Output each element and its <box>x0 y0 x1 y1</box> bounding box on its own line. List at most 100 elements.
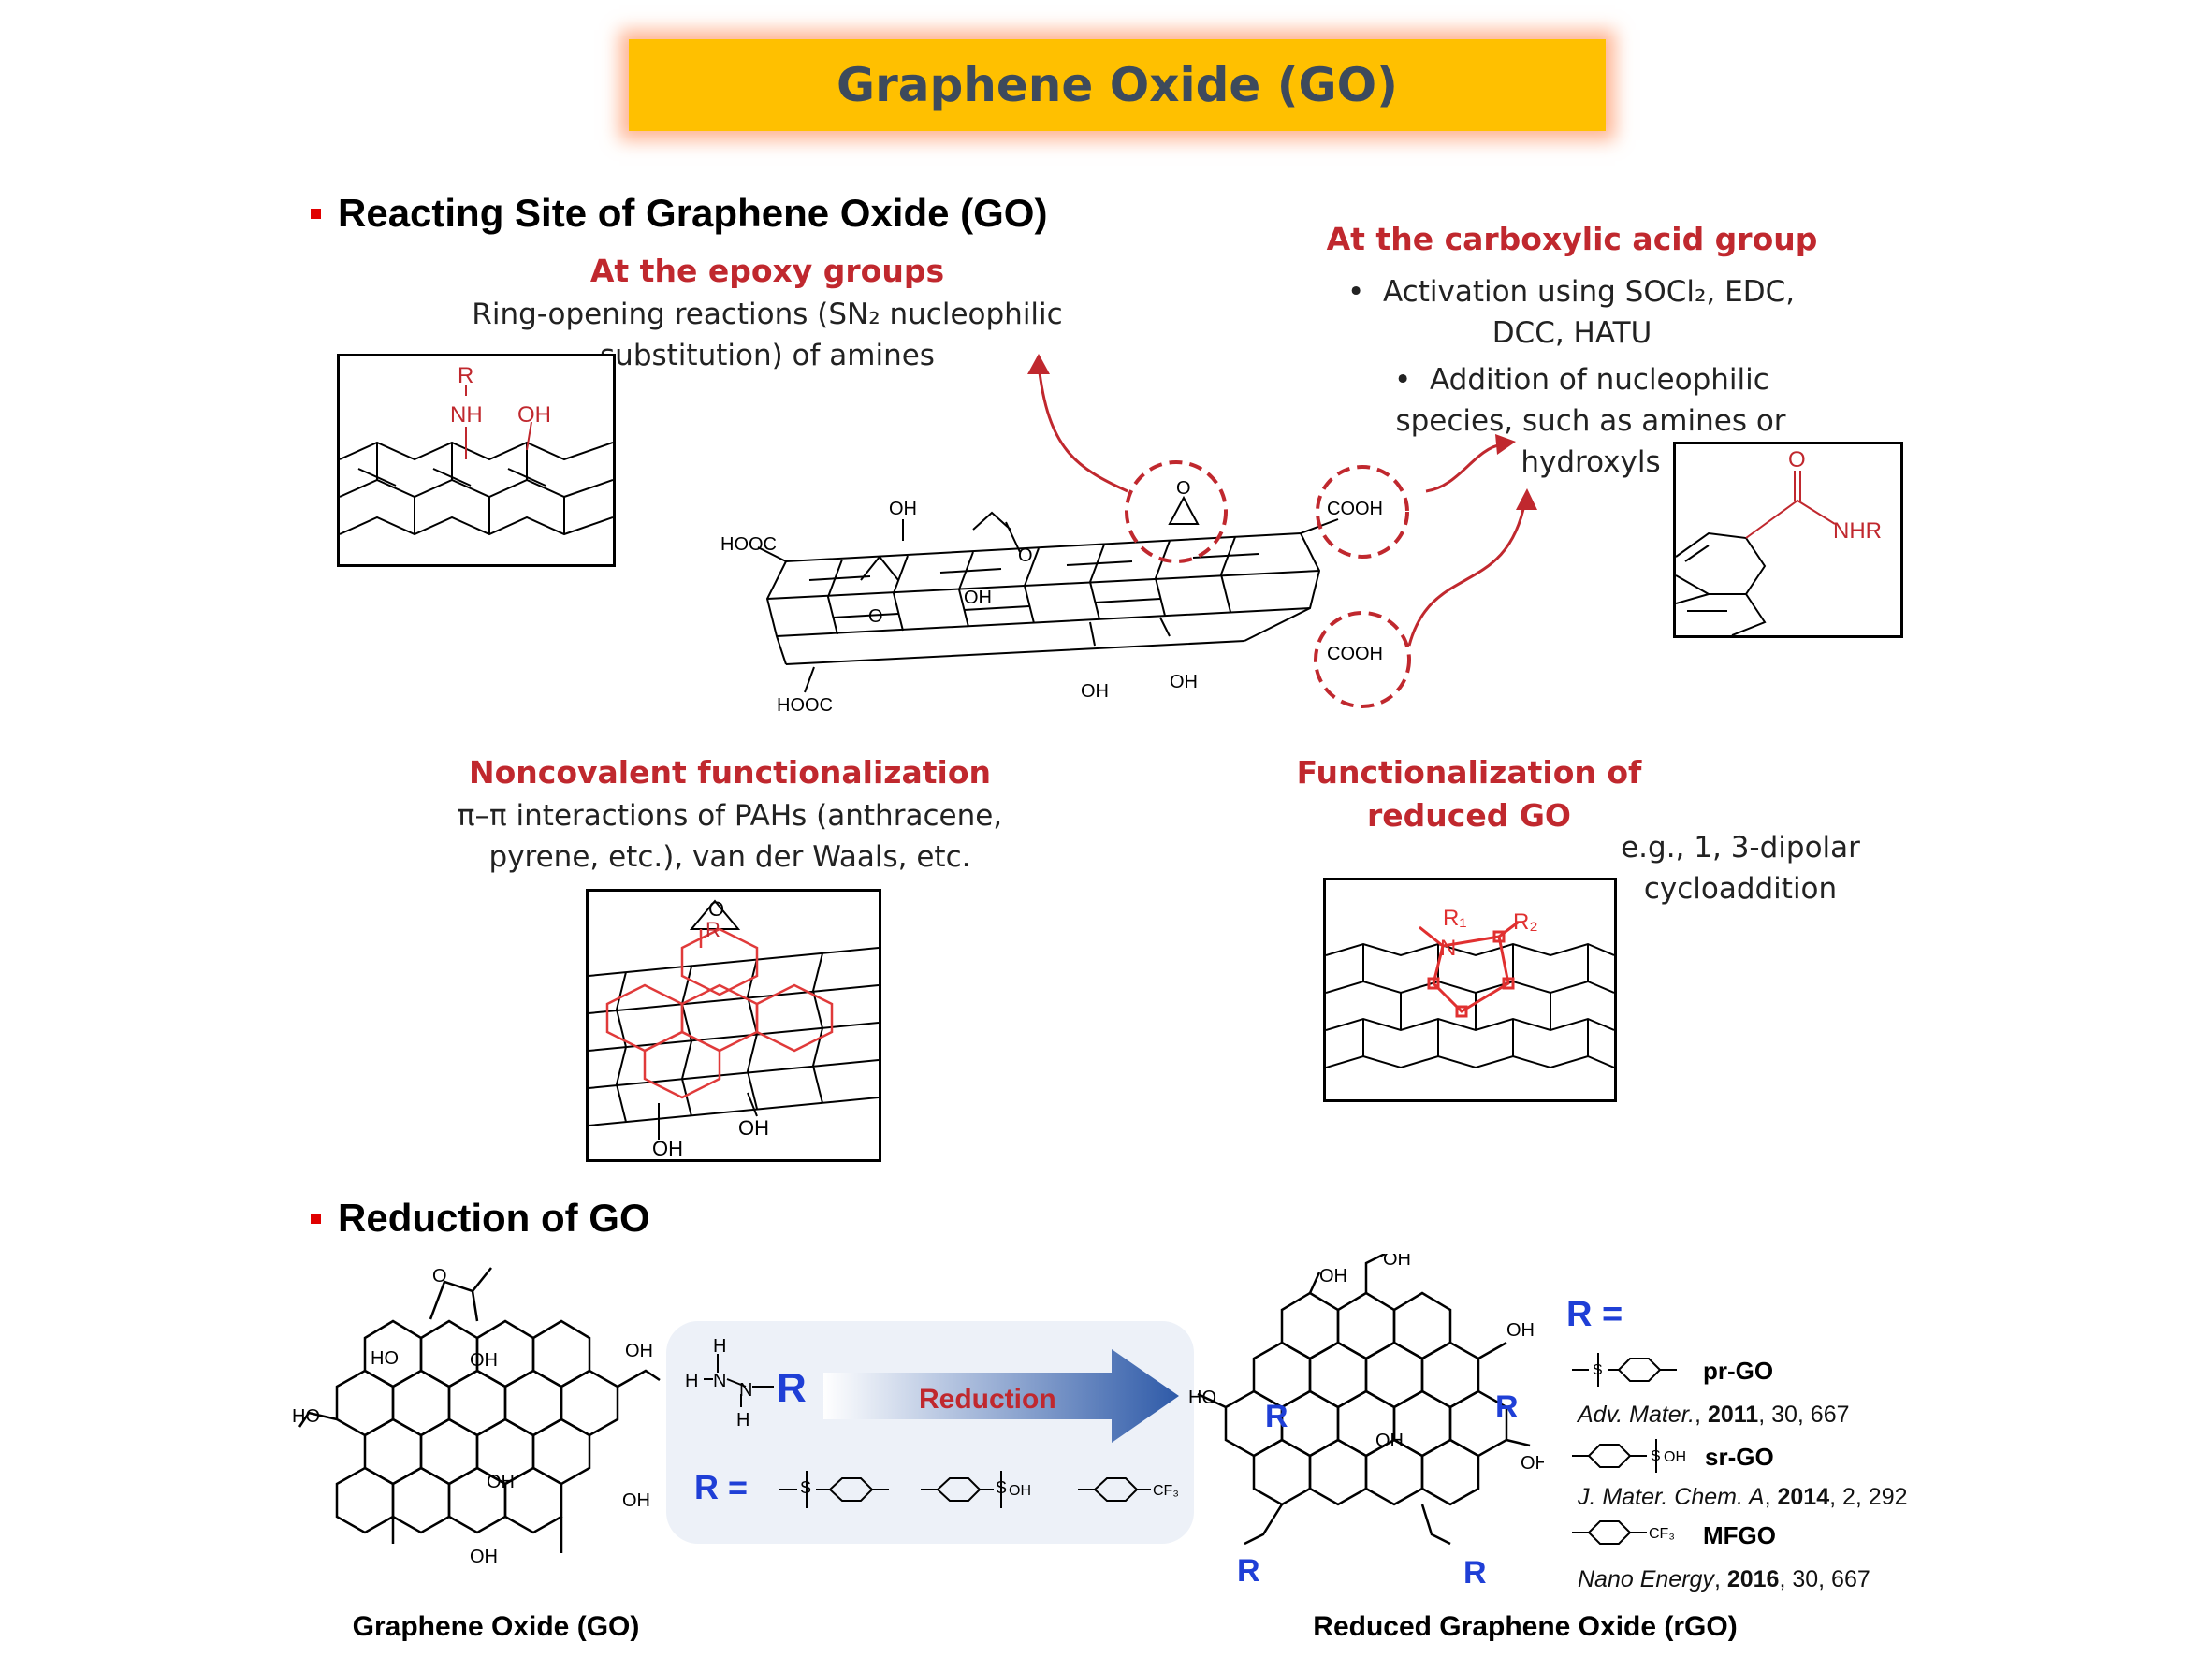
subst-OH-label: OH <box>1009 1483 1031 1499</box>
variant-S-2: S <box>1651 1448 1661 1464</box>
ref-journal: Adv. Mater. <box>1578 1402 1695 1428</box>
go-molecule-structure: O OH HO OH OH OH OH HO <box>292 1266 661 1567</box>
rgo-OH-right2: OH <box>1521 1453 1544 1474</box>
section-heading-reacting-site: Reacting Site of Graphene Oxide (GO) <box>311 191 1047 236</box>
rgo-OH-mid: OH <box>1375 1431 1404 1451</box>
noncovalent-figure: O R OH OH <box>586 889 881 1162</box>
section-heading-text: Reacting Site of Graphene Oxide (GO) <box>338 191 1048 235</box>
go-mol-OH-label-5: OH <box>470 1547 498 1567</box>
variant-name-sr-go: sr-GO <box>1705 1443 1774 1471</box>
ref-rest: , 30, 667 <box>1758 1402 1850 1428</box>
carboxylic-b2-line2: species, such as amines or <box>1395 404 1786 438</box>
epoxy-product-structure: R NH OH <box>339 363 614 536</box>
bullet-dot-icon: • <box>1394 363 1430 397</box>
cyclo-R1-label: R₁ <box>1443 906 1466 931</box>
amide-product-structure: O NHR <box>1675 447 1882 636</box>
epoxy-OH-label: OH <box>517 402 551 428</box>
subst-S-label-2: S <box>996 1478 1007 1497</box>
go-mol-OH-label: OH <box>625 1341 653 1361</box>
go-mol-OH-label-2: OH <box>470 1350 498 1371</box>
ref-rest: , 2, 292 <box>1829 1484 1908 1510</box>
cyclo-R2-label: R₂ <box>1513 909 1538 935</box>
reduction-arrow-icon <box>823 1349 1179 1443</box>
ref-journal: J. Mater. Chem. A <box>1578 1484 1765 1510</box>
carboxylic-bullet2: • Addition of nucleophilic <box>1394 359 1787 400</box>
carboxylic-b1-line1: Activation using SOCl₂, EDC, <box>1383 275 1796 309</box>
reduced-title-line2: reduced GO <box>1367 797 1571 834</box>
reduction-scheme: Reduction H H N N H R R = S S OH CF₃ <box>685 1336 1179 1508</box>
go-OH-top: OH <box>889 499 917 519</box>
carboxylic-title: At the carboxylic acid group <box>1326 221 1818 257</box>
carboxylic-b2-line3: hydroxyls <box>1521 445 1661 479</box>
epoxy-desc-line2: substitution) of amines <box>600 339 935 372</box>
hydrazine-H-top: H <box>713 1336 726 1357</box>
variant-CF3: CF₃ <box>1649 1526 1675 1542</box>
bullet-icon <box>311 1213 321 1224</box>
variant-ref-pr-go: Adv. Mater., 2011, 30, 667 <box>1578 1402 1850 1428</box>
go-HOOC-left: HOOC <box>720 534 777 555</box>
ref-rest: , 30, 667 <box>1779 1566 1870 1592</box>
hydrazine-H-left: H <box>685 1371 698 1391</box>
rgo-R-4: R <box>1463 1555 1487 1591</box>
arrowhead-icon <box>1495 434 1516 455</box>
go-mol-OH-label-3: OH <box>487 1472 515 1492</box>
noncov-R-label: R <box>706 918 720 941</box>
noncovalent-title: Noncovalent functionalization <box>468 754 992 791</box>
noncov-OH-left: OH <box>652 1137 683 1159</box>
variant-name-mfgo: MFGO <box>1703 1521 1776 1549</box>
ref-year: 2014 <box>1777 1484 1830 1510</box>
variant-structures: S S OH CF₃ <box>1572 1353 1686 1545</box>
go-mol-HO-label: HO <box>371 1348 399 1369</box>
panel-R-equals: R = <box>694 1468 748 1506</box>
variant-ref-sr-go: J. Mater. Chem. A, 2014, 2, 292 <box>1578 1484 1908 1510</box>
banner-title: Graphene Oxide (GO) <box>837 58 1398 112</box>
cycloaddition-structure: R₁ R₂ N <box>1325 906 1615 1069</box>
epoxy-R-label: R <box>458 363 473 388</box>
carboxylic-bullet1: • Activation using SOCl₂, EDC, <box>1347 271 1815 313</box>
go-HOOC-bottom: HOOC <box>777 695 833 716</box>
title-banner: Graphene Oxide (GO) <box>629 39 1606 131</box>
rgo-molecule-structure: OH OH OH OH OH HO R R R R <box>1188 1254 1544 1591</box>
go-COOH-bottom: COOH <box>1327 644 1383 664</box>
hydrazine-H-bottom: H <box>736 1410 749 1431</box>
hydrazine-N-2: N <box>739 1380 752 1401</box>
section-heading-reduction: Reduction of GO <box>311 1196 650 1241</box>
rgo-OH-top2: OH <box>1319 1266 1347 1286</box>
amide-product-figure: O NHR <box>1673 442 1903 638</box>
cooh-arrow-bottom <box>1407 500 1527 647</box>
noncovalent-line2: pyrene, etc.), van der Waals, etc. <box>488 840 971 874</box>
epoxy-desc-line1: Ring-opening reactions (SN₂ nucleophilic <box>472 298 1063 331</box>
go-mol-HO-label-2: HO <box>292 1406 320 1427</box>
reduced-note-line2: cycloaddition <box>1643 872 1838 906</box>
go-mol-O-label: O <box>432 1266 447 1286</box>
reduced-note-line1: e.g., 1, 3-dipolar <box>1621 831 1860 865</box>
go-O-epoxy-mid: O <box>1018 545 1033 566</box>
subst-CF3-label: CF₃ <box>1153 1483 1179 1499</box>
epoxy-title: At the epoxy groups <box>589 253 945 289</box>
go-OH-bottom-right: OH <box>1170 672 1198 692</box>
rgo-HO-left: HO <box>1188 1388 1216 1408</box>
go-mol-OH-label-4: OH <box>622 1490 650 1511</box>
go-COOH-top: COOH <box>1327 499 1383 519</box>
pah-stacking-structure: O R OH OH <box>588 897 880 1160</box>
epoxy-product-figure: R NH OH <box>337 354 616 567</box>
go-sheet-structure: HOOC HOOC OH OH OH OH O O COOH COOH O <box>720 478 1383 716</box>
reduced-title-line1: Functionalization of <box>1296 754 1642 791</box>
go-O-epoxy-left: O <box>868 606 883 627</box>
go-O-epoxy-top: O <box>1176 478 1191 499</box>
cooh-site-circle-top <box>1316 465 1409 559</box>
carboxylic-b1-line2: DCC, HATU <box>1492 316 1652 350</box>
rgo-caption: Reduced Graphene Oxide (rGO) <box>1313 1611 1738 1642</box>
cooh-site-circle-bottom <box>1314 611 1411 708</box>
bullet-icon <box>311 208 321 219</box>
reduction-arrow-label: Reduction <box>919 1384 1056 1415</box>
variant-S-1: S <box>1593 1362 1603 1378</box>
ref-journal: Nano Energy <box>1578 1566 1714 1592</box>
rgo-OH-right: OH <box>1506 1320 1535 1341</box>
subst-S-label-1: S <box>800 1478 811 1497</box>
cooh-arrow-top <box>1425 443 1503 493</box>
bullet-dot-icon: • <box>1347 275 1383 309</box>
go-OH-bottom: OH <box>1081 681 1109 702</box>
variant-OH: OH <box>1664 1449 1686 1465</box>
go-caption: Graphene Oxide (GO) <box>352 1611 640 1642</box>
